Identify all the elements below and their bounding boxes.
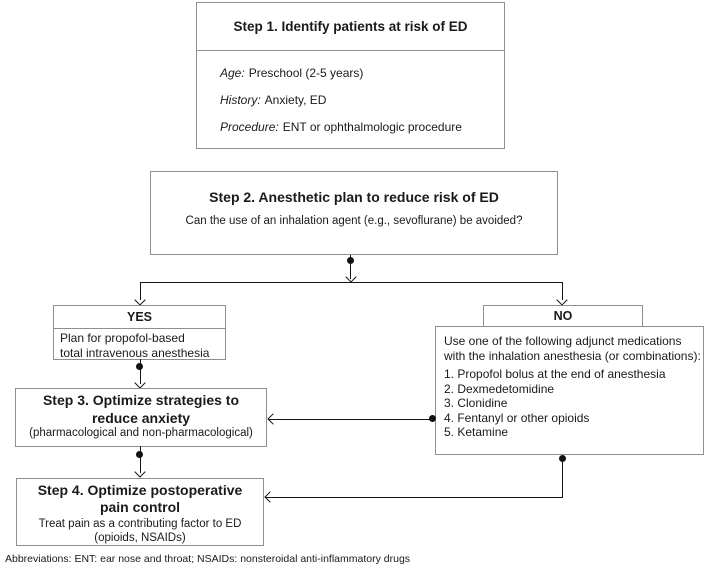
step1-procedure-label: Procedure: <box>220 120 279 134</box>
no-list-item-4: 4. Fentanyl or other opioids <box>444 410 590 425</box>
step4-subtitle-line2: (opioids, NSAIDs) <box>94 532 186 544</box>
step1-procedure-text: ENT or ophthalmologic procedure <box>282 120 462 134</box>
arrowhead-into-step3-top <box>134 377 146 389</box>
yes-body: Plan for propofol-based total intravenou… <box>54 329 225 361</box>
arrowhead-into-step4-right <box>264 491 276 503</box>
connector-yes-step3 <box>140 359 141 384</box>
yes-label: YES <box>54 306 225 329</box>
step4-title: Step 4. Optimize postoperative pain cont… <box>17 482 263 516</box>
step1-box: Step 1. Identify patients at risk of ED … <box>196 2 505 149</box>
step3-box: Step 3. Optimize strategies to reduce an… <box>15 388 267 447</box>
step2-title: Step 2. Anesthetic plan to reduce risk o… <box>209 189 499 205</box>
no-medication-list: 1. Propofol bolus at the end of anesthes… <box>444 367 701 440</box>
no-list-item-2: 2. Dexmedetomidine <box>444 381 555 396</box>
step2-box: Step 2. Anesthetic plan to reduce risk o… <box>150 171 558 255</box>
arrowhead-into-step4-top <box>134 466 146 478</box>
connector-branch-right-down <box>562 282 563 300</box>
step2-question: Can the use of an inhalation agent (e.g.… <box>185 215 523 227</box>
no-list-item-5: 5. Ketamine <box>444 425 509 439</box>
step1-age-label: Age: <box>220 66 245 80</box>
connector-step3-step4 <box>140 446 141 473</box>
step1-item-history: History:Anxiety, ED <box>220 93 496 120</box>
arrowhead-into-no <box>556 294 568 306</box>
step1-age-text: Preschool (2-5 years) <box>248 66 364 80</box>
no-intro-line1: Use one of the following adjunct medicat… <box>444 334 682 348</box>
step1-body: Age:Preschool (2-5 years) History:Anxiet… <box>197 51 504 147</box>
arrowhead-into-step3-right <box>267 413 279 425</box>
no-label-box: NO <box>483 305 643 326</box>
step1-history-label: History: <box>220 93 261 107</box>
junction-dot-no-left <box>429 415 436 422</box>
step3-title: Step 3. Optimize strategies to reduce an… <box>16 391 266 427</box>
connector-no-step4 <box>266 497 563 498</box>
step3-title-line1: Step 3. Optimize strategies to <box>42 392 240 408</box>
no-list-item-3: 3. Clonidine <box>444 396 508 410</box>
no-body: Use one of the following adjunct medicat… <box>436 327 703 440</box>
step3-title-line2: reduce anxiety <box>91 410 191 426</box>
no-box: Use one of the following adjunct medicat… <box>435 326 704 455</box>
junction-dot-step3 <box>136 451 143 458</box>
arrowhead-into-yes <box>134 294 146 306</box>
step1-item-age: Age:Preschool (2-5 years) <box>220 66 496 93</box>
connector-no-step3 <box>269 419 434 420</box>
connector-step2-down <box>350 255 351 279</box>
junction-dot-yes <box>136 363 143 370</box>
step4-box: Step 4. Optimize postoperative pain cont… <box>16 478 264 546</box>
abbreviations-footnote: Abbreviations: ENT: ear nose and throat;… <box>5 553 411 565</box>
no-list-item-1: 1. Propofol bolus at the end of anesthes… <box>444 367 666 381</box>
yes-body-line1: Plan for propofol-based <box>60 331 185 345</box>
step1-title: Step 1. Identify patients at risk of ED <box>197 3 504 51</box>
step1-item-procedure: Procedure:ENT or ophthalmologic procedur… <box>220 120 496 147</box>
step3-subtitle: (pharmacological and non-pharmacological… <box>29 427 253 439</box>
yes-body-line2: total intravenous anesthesia <box>60 346 210 360</box>
connector-branch-left-down <box>140 282 141 300</box>
step1-history-text: Anxiety, ED <box>264 93 327 107</box>
yes-box: YES Plan for propofol-based total intrav… <box>53 305 226 360</box>
step4-title-line2: pain control <box>99 499 181 515</box>
connector-no-down <box>562 455 563 497</box>
no-intro-line2: with the inhalation anesthesia (or combi… <box>444 349 701 363</box>
step4-subtitle-line1: Treat pain as a contributing factor to E… <box>38 518 242 530</box>
arrowhead-branch-center <box>345 271 357 283</box>
step4-subtitle: Treat pain as a contributing factor to E… <box>17 517 263 545</box>
connector-branch-horizontal <box>140 282 563 283</box>
step4-title-line1: Step 4. Optimize postoperative <box>37 482 243 498</box>
